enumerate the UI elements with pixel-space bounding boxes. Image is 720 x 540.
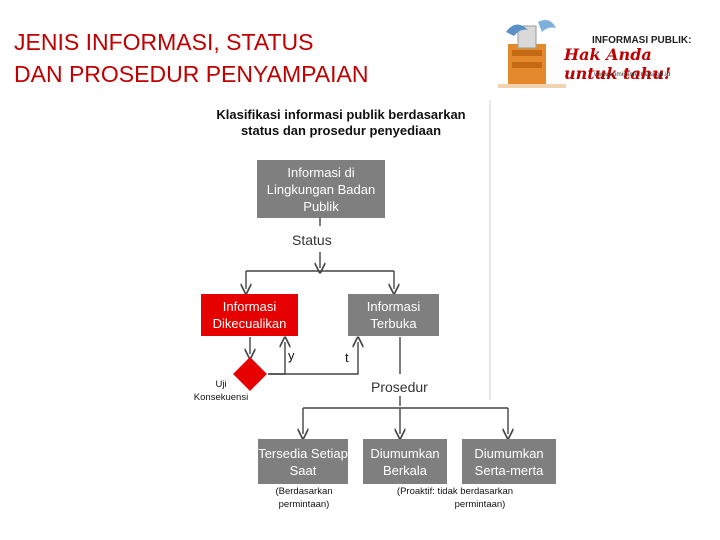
- logo-url: www.komisiinformasi.go.id: [594, 71, 671, 78]
- divider: [489, 100, 491, 400]
- proc-anytime-box: Tersedia Setiap Saat: [258, 439, 348, 484]
- slide-title-line-1: JENIS INFORMASI, STATUS: [14, 29, 314, 55]
- diagram-title-line-2: status dan prosedur penyediaan: [240, 123, 442, 138]
- status-label: Status: [292, 232, 332, 248]
- proc-periodic-box: Diumumkan Berkala: [363, 439, 447, 484]
- note-proactive-line-1: (Proaktif: tidak berdasarkan: [396, 486, 514, 497]
- yes-label: y: [288, 348, 295, 363]
- excluded-info-box: Informasi Dikecualikan: [201, 294, 298, 336]
- connector-no-loop: [268, 342, 358, 375]
- diagram-title-line-1: Klasifikasi informasi publik berdasarkan: [216, 107, 466, 122]
- consequence-test-label: Uji Konsekuensi: [191, 378, 251, 404]
- consequence-test-label-line-2: Konsekuensi: [193, 392, 249, 403]
- logo-heading: INFORMASI PUBLIK:: [592, 35, 692, 46]
- connector-yes-loop: [268, 342, 285, 375]
- logo-illustration-icon: [498, 20, 566, 88]
- slide-title-line-2: DAN PROSEDUR PENYAMPAIAN: [14, 61, 369, 87]
- note-proactive: (Proaktif: tidak berdasarkan permintaan): [380, 485, 530, 511]
- note-on-request: (Berdasarkan permintaan): [262, 485, 346, 511]
- procedure-label: Prosedur: [371, 379, 428, 395]
- diagram-title: Klasifikasi informasi publik berdasarkan…: [196, 107, 486, 139]
- informasi-publik-logo: INFORMASI PUBLIK: Hak Anda untuk tahu! w…: [498, 14, 710, 92]
- proc-immediate-box: Diumumkan Serta-merta: [462, 439, 556, 484]
- logo-slogan: Hak Anda untuk tahu!: [564, 45, 671, 83]
- root-info-box: Informasi di Lingkungan Badan Publik: [257, 160, 385, 218]
- note-on-request-line-1: (Berdasarkan: [275, 486, 333, 497]
- no-label: t: [345, 350, 349, 365]
- note-proactive-line-2: permintaan): [454, 499, 506, 510]
- consequence-test-label-line-1: Uji: [215, 379, 227, 390]
- note-on-request-line-2: permintaan): [278, 499, 330, 510]
- open-info-box: Informasi Terbuka: [348, 294, 439, 336]
- consequence-test-diamond: [233, 357, 267, 391]
- slide-title: JENIS INFORMASI, STATUS DAN PROSEDUR PEN…: [14, 26, 454, 90]
